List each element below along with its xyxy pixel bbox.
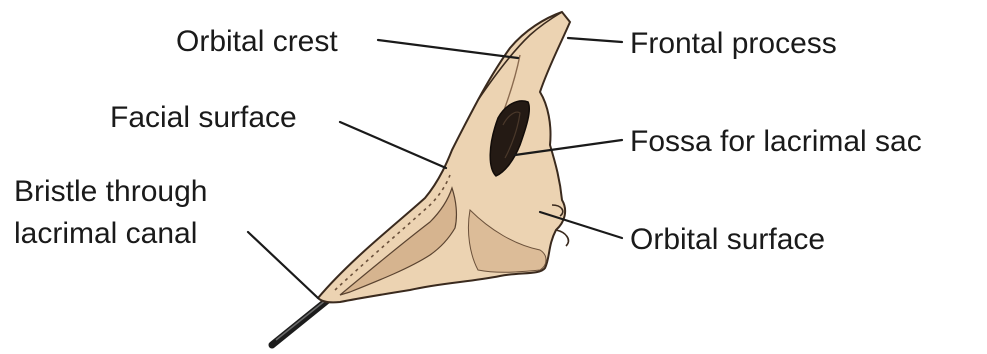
- bone-illustration: [272, 12, 570, 345]
- label-bristle-line1: Bristle through: [14, 175, 207, 208]
- leader-facial-surface: [340, 122, 446, 168]
- label-orbital-crest: Orbital crest: [176, 25, 338, 58]
- leader-frontal-process: [568, 38, 622, 42]
- label-facial-surface: Facial surface: [110, 101, 297, 134]
- label-orbital-surface: Orbital surface: [630, 223, 825, 256]
- leader-bristle: [248, 232, 318, 298]
- label-fossa-lacrimal-sac: Fossa for lacrimal sac: [630, 125, 922, 158]
- leader-orbital-crest: [378, 40, 518, 58]
- label-bristle-line2: lacrimal canal: [14, 217, 197, 250]
- label-frontal-process: Frontal process: [630, 27, 837, 60]
